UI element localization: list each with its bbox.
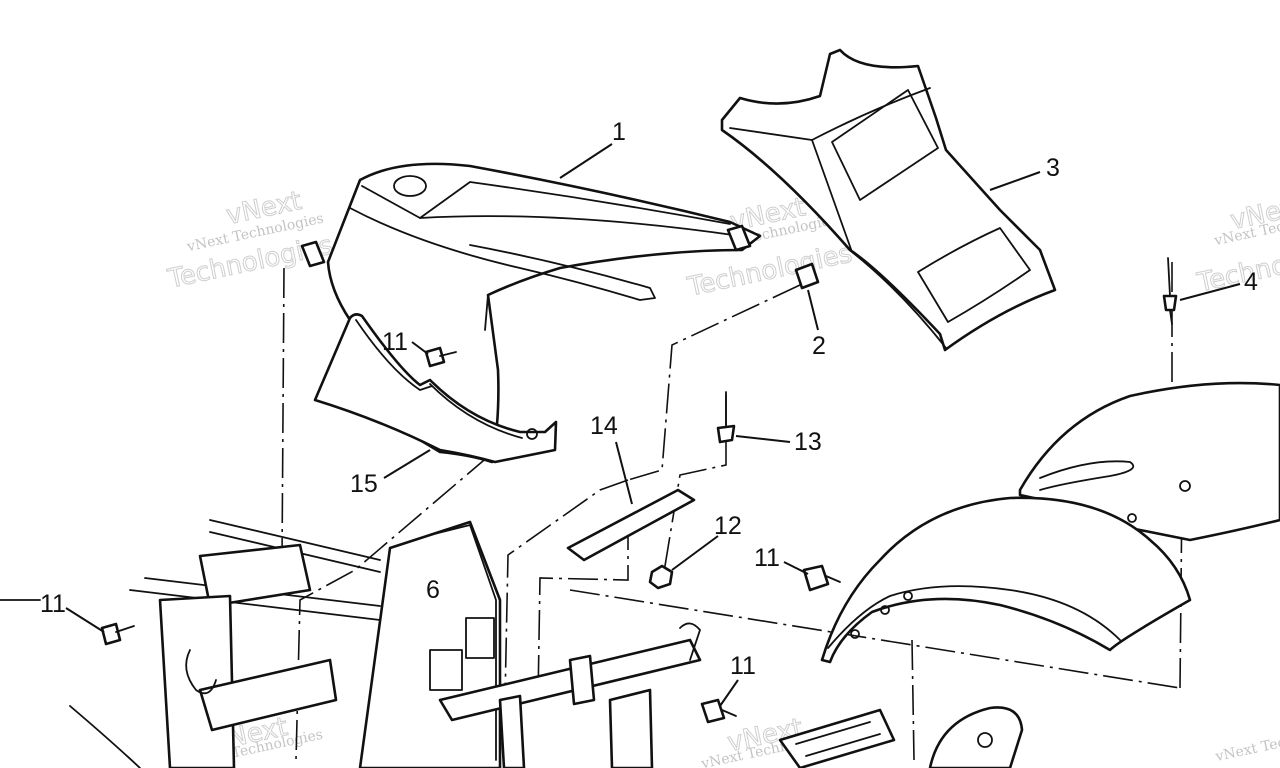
part-frame xyxy=(0,519,896,768)
watermark-text: vNext Technologies xyxy=(1213,720,1280,765)
part-pin xyxy=(1162,257,1178,325)
part-front-panel xyxy=(720,48,1057,352)
callout-6: 6 xyxy=(426,576,440,604)
callout-2: 2 xyxy=(812,332,826,360)
callout-12: 12 xyxy=(714,512,742,540)
callout-labels: 1 2 3 4 6 11 11 11 11 12 13 14 15 xyxy=(40,118,1258,680)
part-lower-shield xyxy=(313,313,558,464)
callout-11-a: 11 xyxy=(382,328,408,356)
callout-4: 4 xyxy=(1244,268,1258,296)
part-side-clips xyxy=(300,224,752,268)
callout-11-c: 11 xyxy=(40,590,66,618)
callout-11-b: 11 xyxy=(754,544,780,572)
callout-15: 15 xyxy=(350,470,378,498)
part-plate xyxy=(566,488,696,562)
part-clip xyxy=(794,262,820,290)
callout-3: 3 xyxy=(1046,154,1060,182)
callout-11-d: 11 xyxy=(730,652,756,680)
callout-1: 1 xyxy=(612,118,626,146)
callout-14: 14 xyxy=(590,412,618,440)
hardware-fasteners xyxy=(100,346,841,724)
part-fender-bracket xyxy=(928,706,1024,768)
callout-13: 13 xyxy=(794,428,822,456)
leader-lines xyxy=(65,143,1241,707)
part-front-fender xyxy=(820,496,1192,664)
